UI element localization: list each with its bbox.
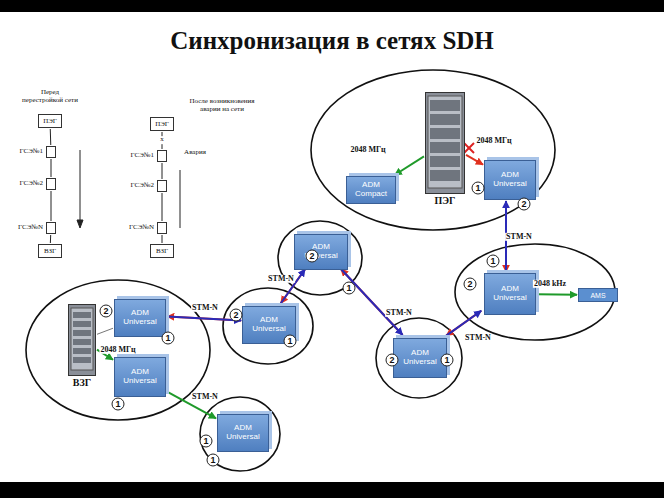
- callout-number: 1: [207, 454, 220, 467]
- node-label: ГСЭ№N: [18, 224, 43, 231]
- node-label: ГСЭ№2: [20, 180, 43, 187]
- node-label: ВЗГ: [73, 378, 91, 388]
- note-text: Авария: [184, 149, 206, 157]
- adm-multiplexer: ADM Universal: [484, 273, 536, 315]
- note-text: Перед перестройкой сети: [22, 89, 78, 104]
- node-label: ВЗГ: [44, 248, 56, 255]
- adm-multiplexer: ADM Universal: [114, 357, 166, 397]
- node-label: ПЭГ: [155, 121, 169, 128]
- sync-link: [162, 193, 163, 221]
- callout-number: 2: [230, 309, 243, 322]
- node-label: ADM Universal: [295, 241, 347, 263]
- sync-link: [51, 191, 52, 221]
- rack-cabinet: ПЭГ: [425, 92, 465, 194]
- node-label: AMS: [590, 292, 605, 299]
- clock-element: ГСЭ№N: [46, 222, 56, 234]
- link-label: STM-N: [385, 309, 413, 317]
- sync-link: [446, 311, 481, 336]
- sync-link: [97, 328, 113, 334]
- link-label: STM-N: [191, 393, 219, 401]
- sync-link: [446, 311, 481, 336]
- link-label: STM-N: [191, 304, 219, 312]
- node-label: ADM Universal: [485, 169, 535, 191]
- callout-number: 1: [472, 182, 485, 195]
- adm-multiplexer: ADM Compact: [346, 176, 396, 204]
- adm-multiplexer: ADM Universal: [393, 338, 447, 378]
- adm-multiplexer: ADM Universal: [484, 160, 536, 200]
- callout-number: 1: [487, 255, 500, 268]
- sync-link: [162, 235, 163, 243]
- clock-box: ВЗГ: [38, 244, 62, 258]
- node-label: ADM Universal: [218, 422, 268, 444]
- rack-drawing: [68, 304, 96, 376]
- clock-box: ПЭГ: [150, 117, 174, 131]
- node-label: ГСЭ№1: [131, 152, 154, 159]
- node-label: ПЭГ: [435, 196, 456, 206]
- rack-drawing: [425, 92, 465, 194]
- callout-number: 2: [386, 354, 399, 367]
- callout-number: 1: [162, 332, 175, 345]
- clock-element: ГСЭ№2: [46, 178, 56, 190]
- failure-cross: [464, 143, 474, 153]
- callout-number: 2: [518, 198, 531, 211]
- sync-link: [395, 156, 424, 175]
- callout-number: 1: [284, 335, 297, 348]
- callout-number: 1: [112, 398, 125, 411]
- link-label: 2048 kHz: [533, 280, 567, 288]
- node-label: ADM Universal: [115, 366, 165, 388]
- clock-element: ГСЭ№2: [157, 180, 167, 192]
- sync-link: [466, 155, 483, 165]
- link-label: STM-N: [464, 334, 492, 342]
- top-bar: [0, 0, 664, 12]
- sync-link: [537, 293, 577, 295]
- node-label: ВЗГ: [156, 248, 168, 255]
- rack-cabinet: ВЗГ: [68, 304, 96, 376]
- adm-multiplexer: ADM Universal: [114, 299, 166, 337]
- link-label: STM-N: [267, 275, 295, 283]
- clock-box: ВЗГ: [150, 244, 174, 258]
- direction-arrows: [77, 150, 180, 228]
- callout-number: 1: [441, 354, 454, 367]
- clock-box: ПЭГ: [38, 114, 62, 128]
- link-label: 2048 МГц: [99, 346, 136, 354]
- clock-element: ГСЭ№N: [157, 222, 167, 234]
- callout-number: 1: [343, 282, 356, 295]
- callout-number: 1: [200, 435, 213, 448]
- callout-number: 2: [100, 305, 113, 318]
- node-label: ADM Universal: [243, 314, 295, 336]
- adm-multiplexer: ADM Universal: [217, 414, 269, 452]
- node-label: ГСЭ№N: [129, 224, 154, 231]
- node-label: ADM Compact: [347, 179, 395, 201]
- node-label: ГСЭ№2: [131, 182, 154, 189]
- note-text: После возникновения аварии на сети: [182, 98, 262, 113]
- node-label: ADM Universal: [394, 347, 446, 369]
- note-text: x: [160, 136, 164, 144]
- node-label: ГСЭ№1: [20, 148, 43, 155]
- node-label: ADM Universal: [485, 283, 535, 305]
- callout-number: 2: [464, 278, 477, 291]
- title: Синхронизация в сетях SDH: [0, 28, 664, 53]
- link-label: 2048 МГц: [349, 146, 386, 154]
- node-label: ПЭГ: [43, 118, 57, 125]
- ams-box: AMS: [578, 288, 618, 302]
- sync-link: [50, 235, 51, 243]
- clock-element: ГСЭ№1: [157, 150, 167, 162]
- bottom-bar: [0, 482, 664, 498]
- sync-link: [50, 129, 52, 145]
- clock-element: ГСЭ№1: [46, 146, 56, 158]
- sync-link: [51, 159, 52, 177]
- region-ellipses: [26, 70, 615, 471]
- node-label: ADM Universal: [115, 307, 165, 329]
- sync-link: [162, 163, 163, 179]
- adm-multiplexer: ADM Universal: [294, 234, 348, 270]
- sync-link: [341, 269, 403, 335]
- link-label: 2048 МГц: [475, 137, 512, 145]
- link-label: STM-N: [505, 233, 533, 241]
- sync-link: [341, 269, 403, 335]
- callout-number: 2: [306, 250, 319, 263]
